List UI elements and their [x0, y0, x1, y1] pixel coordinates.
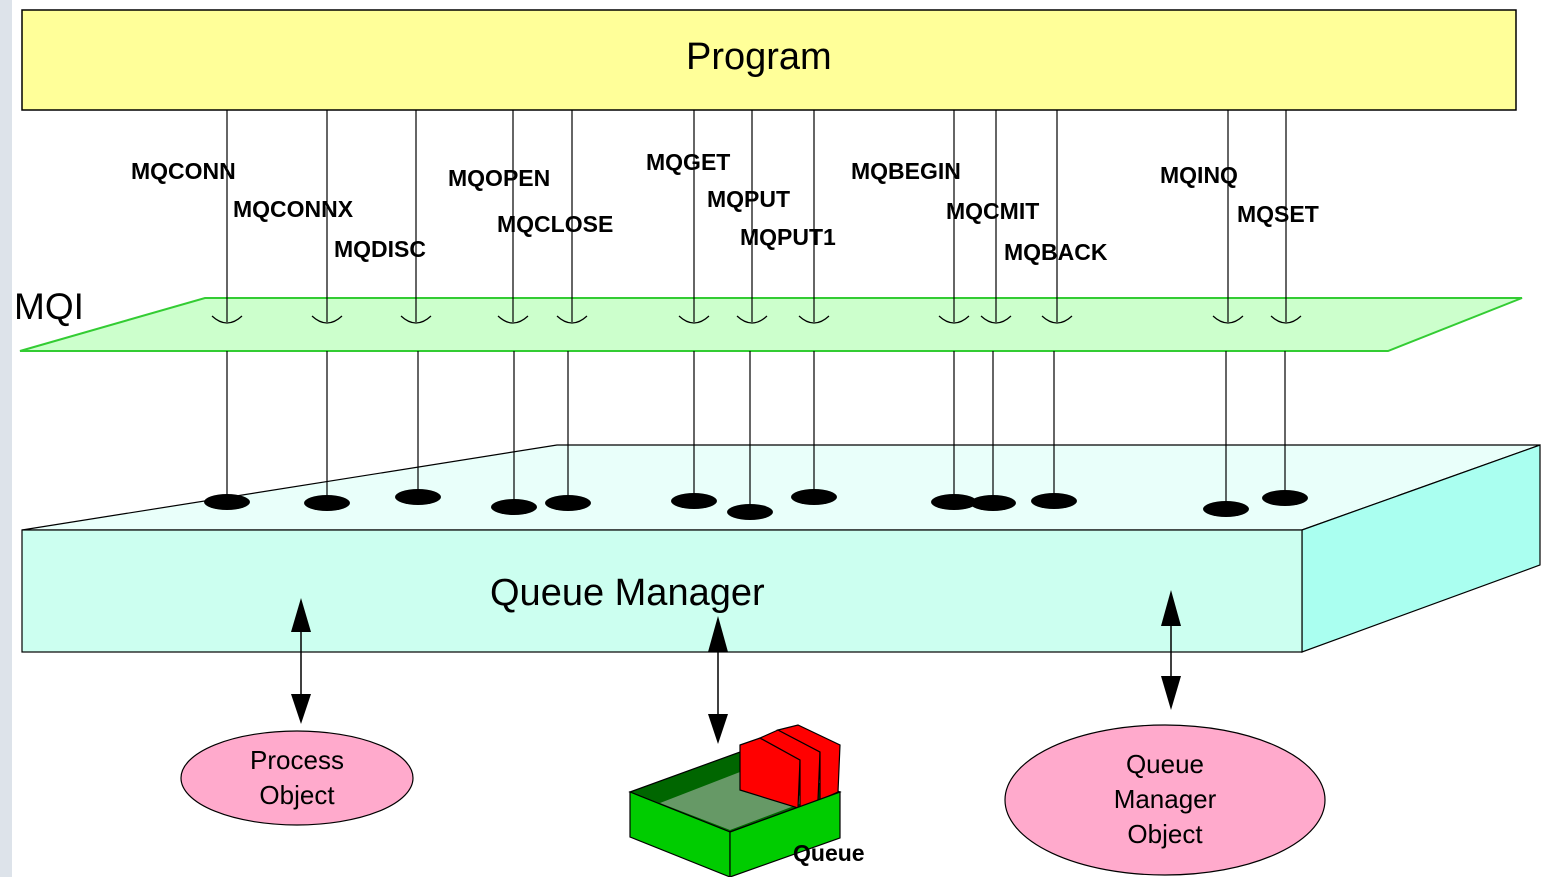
call-lines — [211, 110, 1302, 512]
mqi-label: MQI — [14, 286, 84, 327]
process-object-line2: Object — [259, 780, 335, 810]
call-label-mqdisc: MQDISC — [334, 236, 426, 262]
queue-label: Queue — [793, 840, 865, 866]
queue-manager-top-face — [21, 444, 1541, 531]
call-label-mqback: MQBACK — [1004, 239, 1108, 265]
qm-object-arrow — [1161, 590, 1181, 710]
call-label-mqget: MQGET — [646, 149, 731, 175]
call-label-mqput1: MQPUT1 — [740, 224, 836, 250]
mqi-socket-mqput — [736, 315, 768, 324]
mqi-socket-mqbegin — [938, 315, 970, 324]
qm-contact-mqconn — [204, 494, 250, 510]
call-label-mqconnx: MQCONNX — [233, 196, 354, 222]
mqi-plane — [19, 297, 1523, 352]
call-label-mqcmit: MQCMIT — [946, 198, 1040, 224]
queue-arrow — [708, 616, 728, 744]
qm-contact-mqput1 — [791, 489, 837, 505]
qm-contact-mqcmit — [970, 495, 1016, 511]
qm-contact-mqbegin — [931, 494, 977, 510]
process-object-ellipse — [180, 730, 414, 826]
mqi-socket-mqclose — [556, 315, 588, 324]
qm-contact-mqset — [1262, 490, 1308, 506]
call-label-mqinq: MQINQ — [1160, 162, 1238, 188]
queue-tray-icon — [628, 724, 842, 877]
qm-object-label: Queue Manager Object — [1065, 747, 1265, 852]
call-label-mqput: MQPUT — [707, 186, 791, 212]
program-title: Program — [686, 36, 832, 78]
call-label-mqopen: MQOPEN — [448, 165, 551, 191]
qm-contact-mqclose — [545, 495, 591, 511]
qm-contact-mqback — [1031, 493, 1077, 509]
mqi-socket-mqback — [1041, 315, 1073, 324]
queue-manager-front-face — [21, 529, 1303, 653]
process-arrow — [291, 598, 311, 724]
call-label-mqset: MQSET — [1237, 201, 1319, 227]
qm-object-line1: Queue — [1125, 749, 1205, 779]
process-object-label: Process Object — [207, 743, 387, 813]
qm-contact-mqconnx — [304, 495, 350, 511]
qm-object-ellipse — [1004, 724, 1326, 876]
mqi-socket-mqconnx — [311, 315, 343, 324]
mqi-socket-mqget — [678, 315, 710, 324]
qm-contact-mqdisc — [395, 489, 441, 505]
mqi-socket-mqput1 — [798, 315, 830, 324]
mqi-socket-mqinq — [1212, 315, 1244, 324]
mqi-socket-mqconn — [211, 315, 243, 324]
mqi-socket-mqdisc — [400, 315, 432, 324]
mqi-socket-mqopen — [497, 315, 529, 324]
call-label-mqconn: MQCONN — [131, 158, 236, 184]
call-label-mqclose: MQCLOSE — [497, 211, 614, 237]
mqi-socket-mqset — [1270, 315, 1302, 324]
qm-object-line2: Manager — [1113, 784, 1217, 814]
qm-contact-mqput — [727, 504, 773, 520]
left-edge-strip — [0, 0, 12, 877]
qm-contact-mqinq — [1203, 501, 1249, 517]
process-object-line1: Process — [250, 745, 344, 775]
qm-object-line3: Object — [1127, 819, 1203, 849]
qm-contact-mqget — [671, 493, 717, 509]
program-box — [21, 9, 1517, 111]
qm-contact-mqopen — [491, 499, 537, 515]
call-label-mqbegin: MQBEGIN — [851, 158, 961, 184]
queue-manager-title: Queue Manager — [490, 572, 765, 614]
mqi-socket-mqcmit — [980, 315, 1012, 324]
